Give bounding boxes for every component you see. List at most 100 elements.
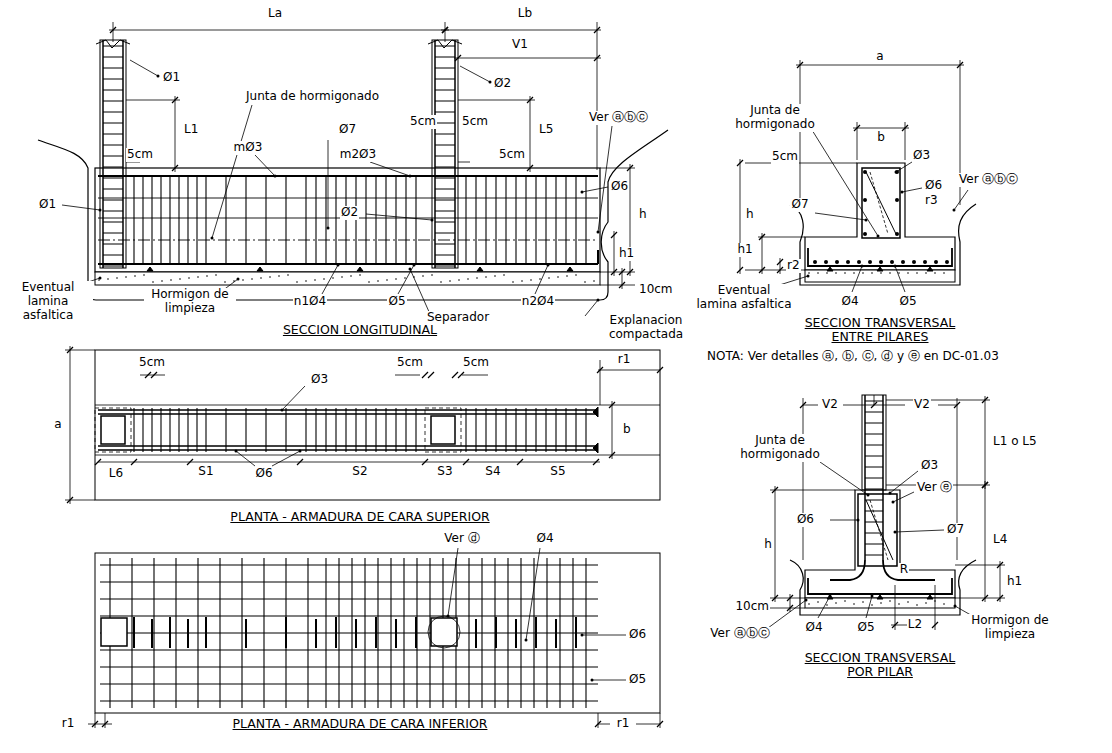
stirrup xyxy=(515,408,516,452)
stirrup xyxy=(385,408,386,452)
bottom-mesh-bar xyxy=(364,558,365,708)
plan-outline xyxy=(95,350,660,500)
drawing-label: L5 xyxy=(538,123,554,137)
dimension-tick xyxy=(797,62,803,68)
drawing-label: Ø5 xyxy=(387,295,406,309)
column-stirrup xyxy=(103,233,123,234)
drawing-label: 10cm xyxy=(734,600,770,614)
drawing-label: Hormigon de limpieza xyxy=(964,614,1056,642)
concrete-stipple xyxy=(161,280,163,282)
detail-circle xyxy=(428,616,460,648)
column-stirrup xyxy=(865,478,883,479)
stirrup xyxy=(405,408,406,452)
drawing-label: 5cm xyxy=(126,148,154,162)
dimension-tick xyxy=(593,459,599,465)
leader-line xyxy=(768,600,806,628)
separator xyxy=(147,267,153,271)
leader-line xyxy=(902,188,922,192)
leader-line xyxy=(592,680,626,681)
stirrup-mark xyxy=(495,617,497,648)
concrete-stipple xyxy=(835,272,837,274)
bar-dot xyxy=(879,260,883,264)
concrete-stipple xyxy=(422,275,424,277)
stirrup xyxy=(187,408,188,452)
top-bar xyxy=(98,413,598,414)
bottom-mesh-bar xyxy=(219,558,220,708)
dimension-line xyxy=(462,375,488,376)
extension-line xyxy=(597,22,598,170)
drawing-label: Ø7 xyxy=(338,123,357,137)
leader-dot xyxy=(954,605,957,608)
concrete-stipple xyxy=(557,276,559,278)
stirrup xyxy=(565,176,566,264)
stirrup xyxy=(345,408,346,452)
dimension-tick xyxy=(787,595,793,601)
bar-end xyxy=(593,407,598,417)
leader-dot xyxy=(99,209,102,212)
drawing-label: Ver ⓐⓑⓒ xyxy=(709,627,770,641)
stirrup xyxy=(385,176,386,264)
column-bar xyxy=(102,40,104,268)
concrete-stipple xyxy=(808,272,810,274)
drawing-label: Ø6 xyxy=(628,628,647,642)
leader-line xyxy=(62,205,100,210)
drawing-label: R xyxy=(899,563,909,577)
drawing-label: Ø1 xyxy=(38,198,57,212)
concrete-stipple xyxy=(386,279,388,281)
dimension-tick xyxy=(145,372,151,378)
leader-dot xyxy=(597,231,600,234)
extension-line xyxy=(600,360,601,405)
leader-line xyxy=(236,451,255,466)
stirrup xyxy=(545,408,546,452)
stirrup xyxy=(375,408,376,452)
leader-line xyxy=(322,265,338,294)
concrete-stipple xyxy=(889,272,891,274)
drawing-label: S3 xyxy=(436,465,453,479)
leader-line xyxy=(895,530,944,532)
bar-dot xyxy=(890,260,894,264)
dimension-tick xyxy=(455,55,461,61)
stirrup xyxy=(265,176,266,264)
concrete-stipple xyxy=(359,274,361,276)
stirrup xyxy=(365,408,366,452)
column-stirrup xyxy=(865,434,883,435)
drawing-label: h xyxy=(638,208,648,222)
stirrup xyxy=(133,176,134,264)
concrete-stipple xyxy=(844,600,846,602)
dimension-line xyxy=(441,30,601,31)
bottom-mesh-bar xyxy=(131,558,132,708)
stirrup xyxy=(565,408,566,452)
leader-line xyxy=(812,130,878,236)
bent-bar xyxy=(830,560,865,580)
bottom-mesh-bar xyxy=(403,558,404,708)
dimension-line xyxy=(780,258,781,274)
drawing-label: a xyxy=(875,50,884,64)
dimension-tick xyxy=(527,165,533,171)
bottom-mesh-bar xyxy=(585,558,586,708)
stirrup-mark xyxy=(133,617,135,648)
concrete-stipple xyxy=(332,277,334,279)
column-stirrup xyxy=(865,544,883,545)
drawing-label: L1 xyxy=(183,123,199,137)
drawing-label: Ø6 xyxy=(254,467,273,481)
leader-dot xyxy=(895,171,898,174)
beam-stirrup xyxy=(858,494,897,566)
drawing-label: NOTA: Ver detalles ⓐ, ⓑ, ⓒ, ⓓ y ⓔ en DC-… xyxy=(706,350,1000,364)
bottom-mesh-bar xyxy=(100,564,598,565)
separator xyxy=(567,267,573,271)
drawing-label: Eventual lamina asfaltica xyxy=(3,281,93,322)
stirrup xyxy=(375,176,376,264)
concrete-stipple xyxy=(368,281,370,283)
leader-line xyxy=(954,190,968,210)
dimension-tick xyxy=(609,452,615,458)
drawing-label: 5cm xyxy=(396,356,424,370)
concrete-stipple xyxy=(925,602,927,604)
extension-line xyxy=(955,598,1005,599)
stirrup-mark xyxy=(475,619,477,648)
column-stirrup xyxy=(103,145,123,146)
concrete-stipple xyxy=(395,278,397,280)
diagonal-bar xyxy=(866,500,893,560)
dimension-line xyxy=(598,370,660,371)
stirrup xyxy=(535,176,536,264)
